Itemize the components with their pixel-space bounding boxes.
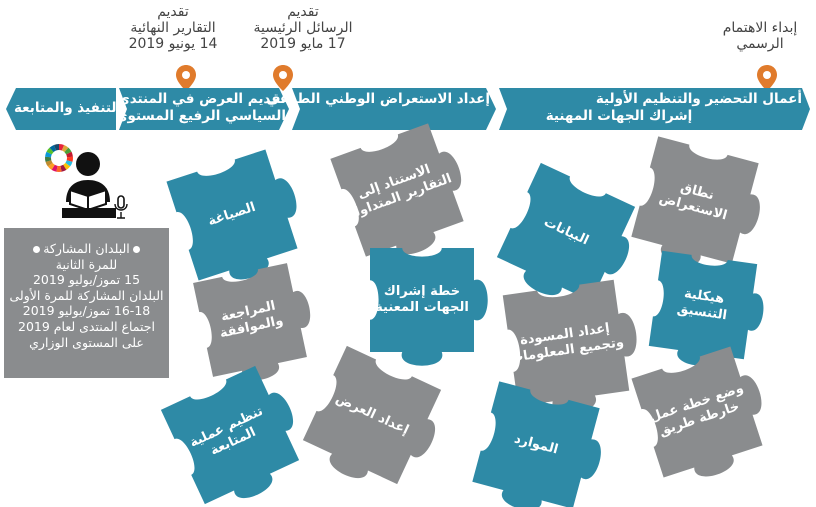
phase-prep: أعمال التحضير والتنظيم الأولية إشراك الج… <box>496 91 802 125</box>
phase-followup: التنفيذ والمتابعة <box>14 100 122 116</box>
phase-vnr: إعداد الاستعراض الوطني الطوعي <box>266 91 490 107</box>
milestone-final-reports-subtitle: التقارير النهائية <box>130 20 216 36</box>
puzzle-piece-label: خطة إشراك الجهات المعنية <box>375 284 469 315</box>
info-line5: 16-18 تموز/يوليو 2019 <box>22 303 151 319</box>
milestone-main-messages-subtitle: الرسائل الرئيسية <box>253 20 353 36</box>
phase-prep-line1: أعمال التحضير والتنظيم الأولية <box>595 91 802 107</box>
milestone-interest-title: إبداء الاهتمام <box>722 20 798 36</box>
puzzle-piece <box>193 263 311 381</box>
phase-hlpf: تقديم العرض في المنتدى السياسي الرفيع ال… <box>115 91 286 125</box>
phase-bar <box>6 88 810 130</box>
puzzle-piece <box>472 381 601 507</box>
info-box: البلدان المشاركة للمرة الثانية 15 تموز/ي… <box>4 228 169 378</box>
milestone-interest: إبداء الاهتمام الرسمي <box>705 20 815 52</box>
puzzle-piece <box>160 365 300 505</box>
phase-stakeholders: إشراك الجهات المهنية <box>545 108 693 124</box>
milestone-interest-subtitle: الرسمي <box>736 36 784 52</box>
info-line7: على المستوى الوزاري <box>29 334 144 350</box>
phase-hlpf-line2: السياسي الرفيع المستوى <box>115 108 286 124</box>
location-pin-icon <box>757 65 777 91</box>
milestone-main-messages-date: 17 مايو 2019 <box>260 36 346 52</box>
puzzle-piece <box>648 250 764 366</box>
info-line6: اجتماع المنتدى لعام 2019 <box>18 318 155 334</box>
milestone-main-messages-title: تقديم <box>287 4 319 20</box>
location-pin-icon <box>176 65 196 91</box>
info-line4: البلدان المشاركة للمرة الأولى <box>9 287 164 303</box>
reader-icon <box>62 152 128 219</box>
info-line3: 15 تموز/يوليو 2019 <box>32 272 141 288</box>
milestone-main-messages: تقديم الرسائل الرئيسية 17 مايو 2019 <box>248 4 358 52</box>
puzzle-piece <box>502 279 637 414</box>
milestone-final-reports-date: 14 يونيو 2019 <box>128 36 218 52</box>
info-line2: للمرة الثانية <box>55 256 118 272</box>
sdg-wheel-icon <box>45 144 73 172</box>
milestone-final-reports-title: تقديم <box>157 4 189 20</box>
puzzle-piece <box>631 136 760 265</box>
puzzle-piece <box>370 248 488 366</box>
puzzle-piece <box>496 162 636 302</box>
puzzle-piece <box>302 345 442 485</box>
puzzle-piece <box>330 123 464 257</box>
milestone-final-reports: تقديم التقارير النهائية 14 يونيو 2019 <box>118 4 228 52</box>
puzzle-piece <box>631 346 763 478</box>
puzzle-piece <box>166 149 298 281</box>
location-pin-icon <box>273 65 293 91</box>
phase-hlpf-line1: تقديم العرض في المنتدى <box>117 91 286 107</box>
info-line1: البلدان المشاركة <box>4 241 169 257</box>
